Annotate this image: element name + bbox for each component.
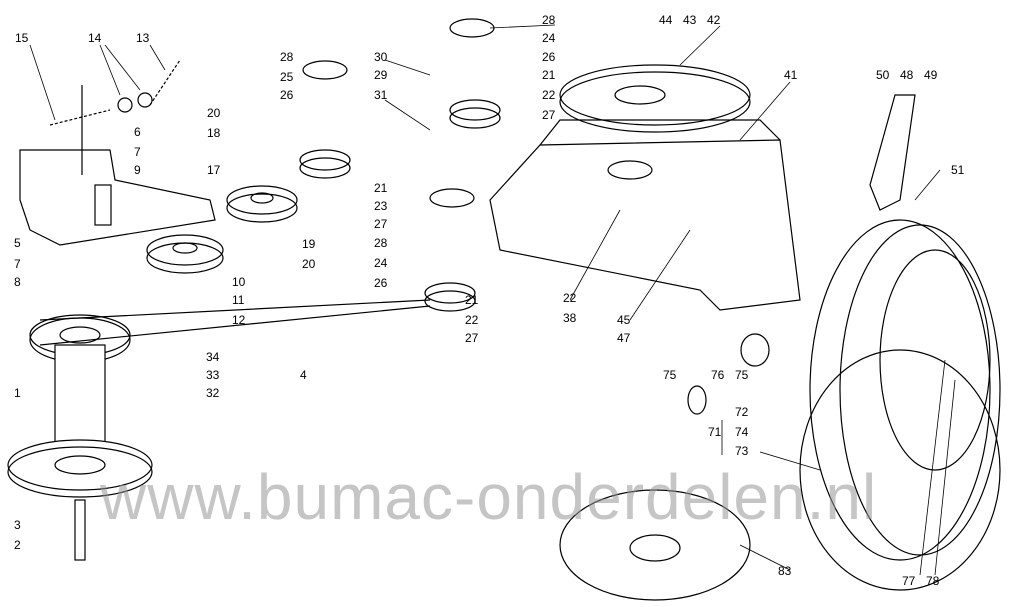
callout-21: 21 bbox=[374, 181, 388, 195]
idler-pulley-21b bbox=[449, 99, 501, 129]
callout-12: 12 bbox=[232, 313, 246, 327]
callout-83: 83 bbox=[778, 564, 792, 578]
washer-28a bbox=[302, 60, 348, 80]
engine-pulley bbox=[7, 314, 153, 561]
callout-48: 48 bbox=[900, 68, 914, 82]
callout-42: 42 bbox=[707, 13, 721, 27]
callout-34: 34 bbox=[206, 350, 220, 364]
idler-pulley-21a bbox=[299, 149, 351, 179]
callout-31: 31 bbox=[374, 88, 388, 102]
idler-pulley-21c bbox=[424, 282, 476, 312]
callout-25: 25 bbox=[280, 70, 294, 84]
callout-22: 22 bbox=[563, 291, 577, 305]
callout-23: 23 bbox=[374, 199, 388, 213]
callout-26: 26 bbox=[374, 276, 388, 290]
callout-27: 27 bbox=[465, 331, 479, 345]
callout-8: 8 bbox=[14, 275, 21, 289]
callout-51: 51 bbox=[951, 163, 965, 177]
callout-21: 21 bbox=[542, 68, 556, 82]
callout-4: 4 bbox=[300, 368, 307, 382]
callout-21: 21 bbox=[465, 293, 479, 307]
callout-44: 44 bbox=[659, 13, 673, 27]
idler-pulley-10 bbox=[146, 234, 224, 274]
callout-72: 72 bbox=[735, 405, 749, 419]
callout-29: 29 bbox=[374, 68, 388, 82]
callout-26: 26 bbox=[280, 88, 294, 102]
callout-20: 20 bbox=[207, 106, 221, 120]
washer-75 bbox=[687, 385, 707, 415]
callout-50: 50 bbox=[876, 68, 890, 82]
callout-14: 14 bbox=[88, 31, 102, 45]
callout-10: 10 bbox=[232, 275, 246, 289]
callout-74: 74 bbox=[735, 425, 749, 439]
callout-17: 17 bbox=[207, 163, 221, 177]
callout-75: 75 bbox=[735, 368, 749, 382]
idler-pulley-17 bbox=[226, 185, 298, 223]
spacer bbox=[94, 184, 112, 226]
callout-11: 11 bbox=[232, 293, 245, 307]
bracket bbox=[19, 149, 216, 246]
callout-22: 22 bbox=[542, 88, 556, 102]
callout-49: 49 bbox=[924, 68, 938, 82]
callout-2: 2 bbox=[14, 538, 21, 552]
transaxle bbox=[489, 64, 801, 311]
washer-28c bbox=[429, 188, 475, 208]
callout-28: 28 bbox=[280, 50, 294, 64]
callout-13: 13 bbox=[136, 31, 150, 45]
bushing-76 bbox=[740, 333, 770, 367]
callout-47: 47 bbox=[617, 331, 631, 345]
drive-belt bbox=[39, 299, 431, 346]
callout-1: 1 bbox=[14, 386, 21, 400]
callout-20: 20 bbox=[302, 257, 316, 271]
callout-28: 28 bbox=[542, 13, 556, 27]
callout-78: 78 bbox=[926, 574, 940, 588]
callout-5: 5 bbox=[14, 236, 21, 250]
callout-32: 32 bbox=[206, 386, 220, 400]
callout-38: 38 bbox=[563, 311, 577, 325]
callout-43: 43 bbox=[683, 13, 697, 27]
callout-75: 75 bbox=[663, 368, 677, 382]
callout-18: 18 bbox=[207, 126, 221, 140]
callout-3: 3 bbox=[14, 518, 21, 532]
bracket-48 bbox=[869, 94, 916, 211]
leader-lines bbox=[29, 24, 956, 576]
callout-71: 71 bbox=[708, 425, 722, 439]
hub-cap bbox=[559, 489, 751, 601]
callout-7: 7 bbox=[134, 145, 141, 159]
callout-27: 27 bbox=[542, 108, 556, 122]
callout-9: 9 bbox=[134, 163, 141, 177]
callout-28: 28 bbox=[374, 236, 388, 250]
callout-15: 15 bbox=[15, 31, 29, 45]
washer-28b bbox=[449, 18, 495, 38]
spring bbox=[49, 109, 111, 126]
callout-6: 6 bbox=[134, 125, 141, 139]
callout-45: 45 bbox=[617, 313, 631, 327]
callout-77: 77 bbox=[902, 574, 916, 588]
callout-24: 24 bbox=[542, 31, 556, 45]
callout-73: 73 bbox=[735, 444, 749, 458]
watermark: www.bumac-onderdelen.nl bbox=[100, 461, 878, 533]
callout-30: 30 bbox=[374, 50, 388, 64]
callout-76: 76 bbox=[711, 368, 725, 382]
callout-27: 27 bbox=[374, 217, 388, 231]
callout-22: 22 bbox=[465, 313, 479, 327]
callout-26: 26 bbox=[542, 50, 556, 64]
callout-41: 41 bbox=[784, 68, 798, 82]
spring-13 bbox=[149, 59, 181, 106]
wheel bbox=[799, 219, 1001, 591]
callout-7: 7 bbox=[14, 257, 21, 271]
callout-33: 33 bbox=[206, 368, 220, 382]
callout-19: 19 bbox=[302, 237, 316, 251]
callout-24: 24 bbox=[374, 256, 388, 270]
